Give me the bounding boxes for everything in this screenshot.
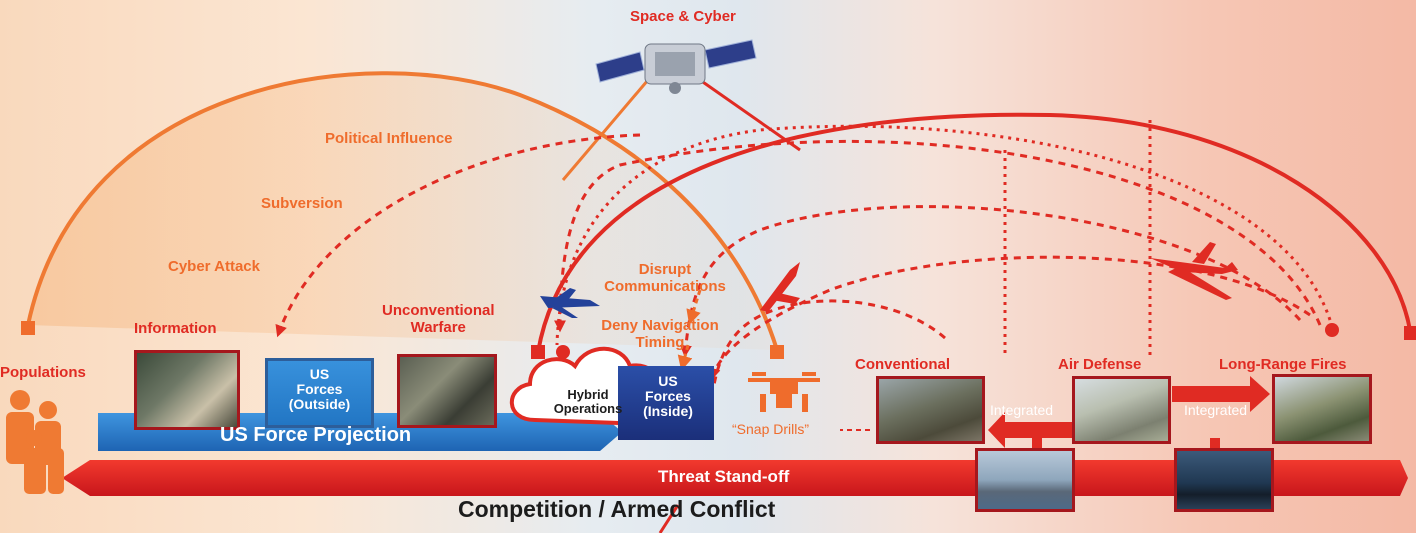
blue-jet-icon	[540, 288, 600, 318]
space-cyber-label: Space & Cyber	[630, 8, 736, 25]
long-range-fires-label: Long-Range Fires	[1219, 356, 1347, 373]
hybrid-operations-label: Hybrid Operations	[553, 387, 623, 416]
drone-icon	[748, 372, 820, 412]
satellite-link	[699, 78, 801, 152]
information-photo	[134, 350, 240, 430]
unconventional-warfare-label: Unconventional Warfare	[382, 302, 495, 336]
arc-endcap	[531, 345, 545, 359]
integrated-label-right: Integrated	[1184, 402, 1248, 418]
satellite-link	[561, 79, 650, 181]
divider-line	[658, 504, 680, 533]
long-range-arc	[555, 124, 1332, 346]
air-defense-photo	[1072, 376, 1171, 444]
arc-endcap	[1404, 326, 1416, 340]
air-defense-label: Air Defense	[1058, 356, 1142, 373]
warship-photo	[975, 448, 1075, 512]
deny-nav-arrow	[677, 344, 693, 371]
populations-label: Populations	[0, 364, 86, 381]
satellite-icon	[595, 39, 757, 94]
us-forces-outside-label: US Forces (Outside)	[288, 366, 351, 412]
unconventional-warfare-photo	[397, 354, 497, 428]
deny-navigation-label: Deny Navigation Timing	[601, 317, 719, 351]
conventional-label: Conventional	[855, 356, 951, 373]
integrated-arrow-left	[988, 412, 1073, 448]
cyber-attack-arrow	[275, 133, 641, 338]
integrated-arrow-right	[1172, 376, 1270, 412]
information-label: Information	[134, 320, 217, 337]
snap-drills-label: “Snap Drills”	[732, 421, 810, 437]
disrupt-communications-label: Disrupt Communications	[604, 261, 726, 295]
integrated-connector	[1210, 438, 1220, 452]
bomber-icon	[1150, 242, 1238, 300]
submarine-photo	[1174, 448, 1274, 512]
us-forces-inside-box	[618, 366, 714, 440]
arc-endcap	[21, 321, 35, 335]
long-range-fires-photo	[1272, 374, 1372, 444]
threat-standoff-label: Threat Stand-off	[658, 467, 790, 486]
conventional-arrow	[712, 299, 946, 386]
right-arc	[536, 112, 1412, 353]
subversion-label: Subversion	[261, 195, 343, 212]
us-forces-outside-box	[265, 358, 374, 428]
competition-armed-conflict-label: Competition / Armed Conflict	[458, 496, 776, 522]
political-influence-label: Political Influence	[325, 130, 453, 147]
integrated-label-left: Integrated	[990, 402, 1054, 418]
left-arc	[26, 71, 779, 351]
cyber-attack-label: Cyber Attack	[168, 258, 260, 275]
arc-endcap	[556, 345, 570, 359]
long-range-arc	[679, 205, 1302, 358]
populations-icon	[6, 390, 64, 494]
long-range-arc	[708, 255, 1311, 381]
political-arrow	[554, 139, 1322, 333]
disrupt-arrow	[686, 289, 702, 325]
arc-endcap	[770, 345, 784, 359]
conventional-photo	[876, 376, 985, 444]
arc-endcap	[1325, 323, 1339, 337]
us-force-projection-label: US Force Projection	[220, 424, 412, 446]
integrated-connector	[1032, 438, 1042, 452]
us-forces-inside-label: US Forces (Inside)	[643, 373, 693, 419]
red-jet-icon	[760, 262, 800, 312]
